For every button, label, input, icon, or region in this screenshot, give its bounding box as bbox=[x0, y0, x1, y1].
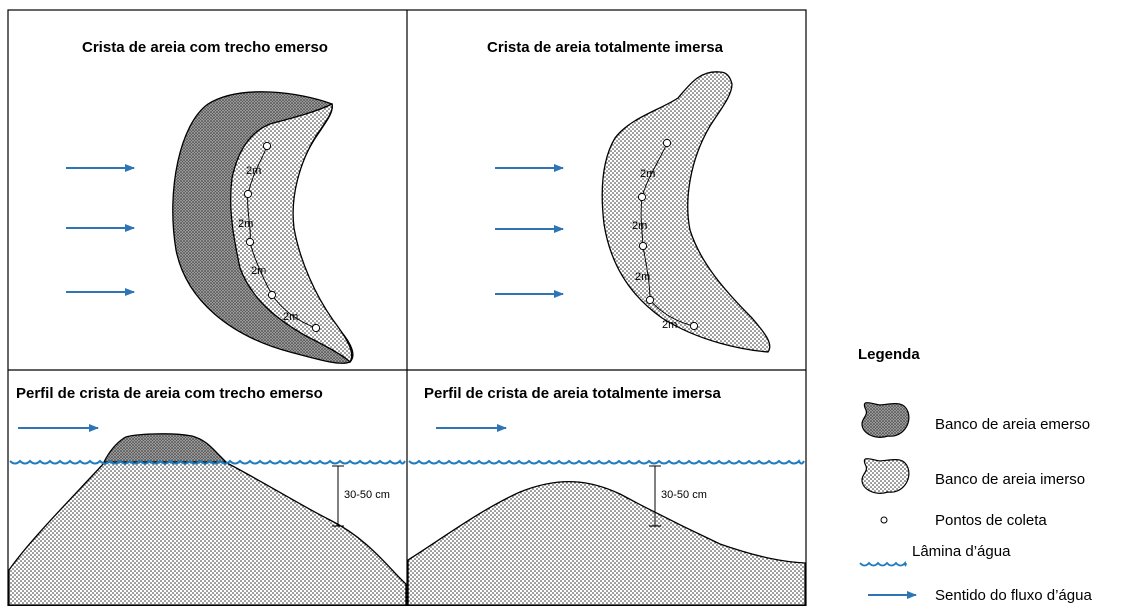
sampling-point bbox=[311, 323, 321, 333]
sampling-point bbox=[689, 321, 699, 331]
immersed-profile bbox=[407, 480, 806, 606]
depth-marker bbox=[332, 465, 344, 527]
legend: Legenda Banco de areia emerso Banco de a… bbox=[858, 346, 1092, 604]
water-surface-line bbox=[9, 459, 406, 465]
depth-marker bbox=[649, 465, 661, 527]
legend-label: Banco de areia emerso bbox=[935, 416, 1090, 433]
immersed-sandbank-icon bbox=[861, 458, 910, 494]
distance-label: 2m bbox=[238, 218, 253, 230]
sampling-point bbox=[662, 138, 672, 148]
emerged-profile bbox=[8, 433, 407, 606]
immersed-profile-shape bbox=[407, 480, 806, 606]
sampling-point-icon bbox=[880, 516, 888, 524]
legend-label: Lâmina d’água bbox=[912, 543, 1011, 560]
depth-label: 30-50 cm bbox=[661, 489, 707, 501]
distance-label: 2m bbox=[640, 168, 655, 180]
immersed-part-shape bbox=[230, 103, 353, 364]
legend-title: Legenda bbox=[858, 346, 920, 363]
depth-label: 30-50 cm bbox=[344, 489, 390, 501]
immersed-sandbar-plan: 2m 2m 2m 2m bbox=[601, 71, 771, 353]
distance-label: 2m bbox=[283, 311, 298, 323]
distance-label: 2m bbox=[662, 319, 677, 331]
water-surface-icon bbox=[859, 560, 907, 567]
top-right-title: Crista de areia totalmente imersa bbox=[487, 39, 724, 56]
sampling-point bbox=[267, 290, 277, 300]
legend-label: Pontos de coleta bbox=[935, 512, 1047, 529]
emerged-crest-shape bbox=[102, 433, 228, 463]
emerged-sandbar-plan: 2m 2m 2m 2m bbox=[172, 91, 354, 364]
sampling-point bbox=[243, 189, 253, 199]
bottom-right-title: Perfil de crista de areia totalmente ime… bbox=[424, 385, 721, 402]
water-surface-line bbox=[408, 459, 805, 465]
legend-label: Banco de areia imerso bbox=[935, 471, 1085, 488]
distance-label: 2m bbox=[632, 220, 647, 232]
top-left-title: Crista de areia com trecho emerso bbox=[82, 39, 328, 56]
sampling-point bbox=[262, 141, 272, 151]
sampling-point bbox=[645, 295, 655, 305]
bottom-left-title: Perfil de crista de areia com trecho eme… bbox=[16, 385, 323, 402]
distance-label: 2m bbox=[251, 265, 266, 277]
sampling-point bbox=[245, 237, 255, 247]
submerged-profile-shape bbox=[8, 461, 407, 606]
distance-label: 2m bbox=[246, 165, 261, 177]
sampling-point bbox=[637, 192, 647, 202]
legend-label: Sentido do fluxo d’água bbox=[935, 587, 1092, 604]
sampling-point bbox=[638, 241, 648, 251]
immersed-sandbar-shape bbox=[601, 71, 771, 353]
emerged-sandbank-icon bbox=[861, 402, 910, 438]
distance-label: 2m bbox=[635, 271, 650, 283]
